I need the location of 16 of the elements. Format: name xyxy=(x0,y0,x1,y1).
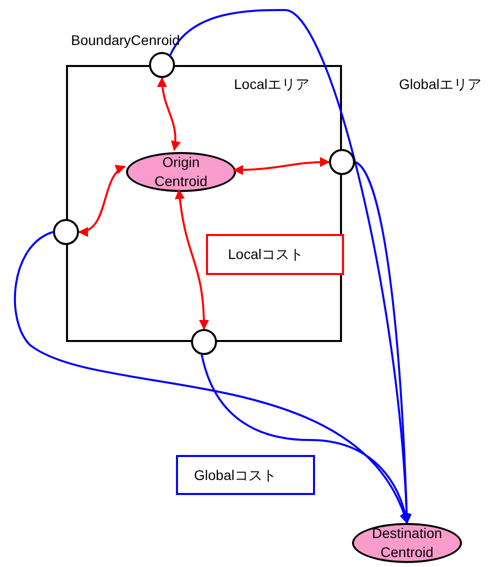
connector-arrow xyxy=(354,161,412,524)
node-label: Origin Centroid xyxy=(154,153,208,191)
connector-arrow xyxy=(14,231,408,524)
area-label: Localエリア xyxy=(234,75,310,94)
connector-arrow xyxy=(233,157,330,175)
node-label: Localコスト xyxy=(228,245,304,264)
node-label: Destination Centroid xyxy=(370,524,444,562)
cost-box xyxy=(176,455,315,495)
node-label: Globalコスト xyxy=(194,466,276,484)
node-caption: BoundaryCenroid xyxy=(71,31,180,50)
connector-arrow xyxy=(200,354,410,524)
connector-arrow xyxy=(157,77,180,152)
connector-arrow xyxy=(175,189,209,330)
connector-arrow xyxy=(78,166,126,236)
cost-box xyxy=(206,234,344,275)
area-label: Globalエリア xyxy=(399,75,482,94)
